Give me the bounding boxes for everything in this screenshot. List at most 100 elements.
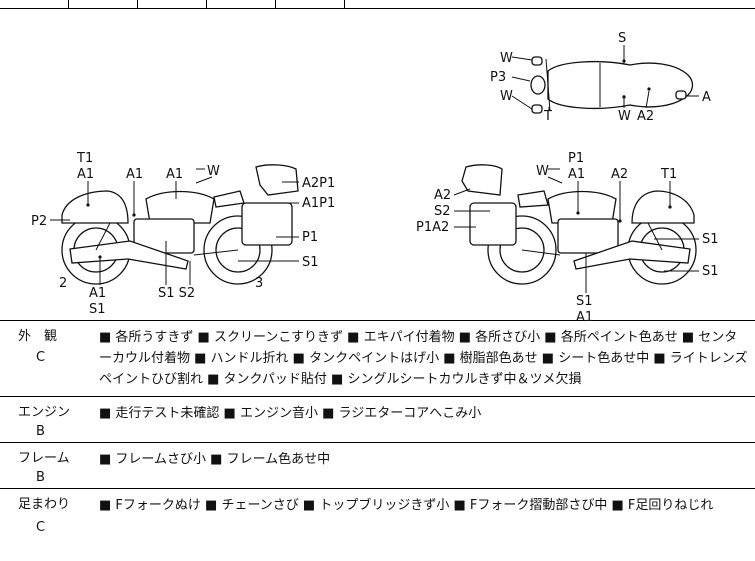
label-left-a1: A1: [77, 167, 94, 182]
header-cell: [276, 0, 345, 9]
label-right-a1: A1: [576, 310, 593, 321]
label-left-w: W: [207, 164, 220, 179]
label-right-t1: T1: [660, 167, 677, 182]
label-top-w: W: [500, 51, 513, 66]
label-left-a1p1: A1P1: [302, 196, 335, 211]
condition-notes: ■ フレームさび小 ■ フレーム色あせ中: [99, 452, 331, 467]
condition-notes: ■ Fフォークぬけ ■ チェーンさび ■ トップブリッジきず小 ■ Fフォーク摺…: [99, 498, 714, 513]
marker-dot: [576, 211, 580, 215]
left-bike-handlebar: [195, 176, 213, 184]
leader-line: [645, 90, 650, 109]
top-view-mirror-right: [531, 104, 543, 114]
condition-row-exterior: 外 観 C ■ 各所うすきず ■ スクリーンこすりきず ■ エキパイ付着物 ■ …: [0, 321, 755, 397]
category-label: 外 観: [18, 329, 58, 344]
label-right-w: W: [536, 164, 549, 179]
label-left-s1: S1: [302, 255, 319, 270]
damage-diagram-svg: S W P3 W T W A2 A: [31, 31, 719, 321]
marker-dot: [618, 219, 622, 223]
marker-dot: [622, 95, 626, 99]
right-bike-fork: [647, 222, 663, 251]
label-right-a2: A2: [611, 167, 628, 182]
marker-dot: [622, 59, 626, 63]
label-top-w: W: [618, 109, 631, 124]
label-left-t1: T1: [76, 151, 93, 166]
left-side-bike: [61, 164, 299, 285]
grade-label: B: [36, 424, 45, 439]
category-label: フレーム: [18, 451, 70, 466]
right-bike-side-case: [469, 202, 517, 246]
right-bike-engine: [557, 218, 619, 254]
right-bike-front-cowl: [631, 190, 695, 224]
right-bike-single-seat-cowl: [461, 164, 503, 196]
label-left-s1: S1: [89, 302, 106, 317]
header-cell: [207, 0, 276, 9]
marker-dot: [86, 203, 90, 207]
top-view-mirror-left: [531, 56, 543, 66]
label-top-t: T: [543, 109, 552, 124]
grade-label: C: [36, 350, 46, 365]
grade-label: C: [36, 520, 46, 535]
label-left-p1: P1: [302, 230, 318, 245]
condition-row-frame: フレーム B ■ フレームさび小 ■ フレーム色あせ中: [0, 443, 755, 489]
label-right-a2: A2: [434, 188, 451, 203]
label-right-p1: P1: [568, 151, 584, 166]
left-bike-single-seat-cowl: [255, 164, 299, 196]
damage-diagram: S W P3 W T W A2 A: [0, 9, 755, 321]
leader-line: [453, 188, 471, 196]
label-top-w: W: [500, 89, 513, 104]
label-right-s1: S1: [702, 264, 719, 279]
left-bike-tank: [145, 190, 215, 224]
label-right-s2: S2: [434, 204, 451, 219]
label-left-s1-s2: S1 S2: [158, 286, 195, 301]
right-bike-seat: [517, 190, 549, 208]
label-top-a: A: [702, 90, 711, 105]
label-left-a2p1: A2P1: [302, 176, 335, 191]
label-left-a1: A1: [126, 167, 143, 182]
label-right-a1: A1: [568, 167, 585, 182]
label-left-3: 3: [255, 276, 263, 291]
left-bike-seat: [213, 190, 245, 208]
header-cell: [138, 0, 207, 9]
label-top-s: S: [618, 31, 626, 46]
top-view-handlebar: [545, 58, 551, 112]
category-label: エンジン: [18, 405, 71, 420]
header-table-edge: [0, 0, 755, 9]
label-left-p2: P2: [31, 214, 47, 229]
top-view-tail-lamp: [675, 90, 687, 100]
category-label: 足まわり: [18, 497, 71, 512]
label-top-p3: P3: [490, 70, 506, 85]
right-side-bike: [461, 164, 697, 285]
top-view-headlight: [530, 75, 546, 95]
top-view-bike: [530, 56, 694, 114]
leader-line: [511, 95, 533, 110]
label-right-s1: S1: [576, 294, 593, 309]
left-bike-swingarm: [193, 249, 239, 256]
condition-row-engine: エンジン B ■ 走行テスト未確認 ■ エンジン音小 ■ ラジエターコアへこみ小: [0, 397, 755, 443]
marker-dot: [98, 255, 102, 259]
top-view-body: [547, 60, 694, 110]
left-bike-fork: [95, 222, 111, 251]
condition-notes: ■ 走行テスト未確認 ■ エンジン音小 ■ ラジエターコアへこみ小: [99, 406, 482, 421]
header-cell: [0, 0, 69, 9]
left-bike-front-cowl: [61, 190, 129, 224]
leader-line: [511, 76, 531, 82]
label-top-a2: A2: [637, 109, 654, 124]
label-left-a1: A1: [166, 167, 183, 182]
label-left-2: 2: [59, 276, 67, 291]
grade-label: B: [36, 470, 45, 485]
right-bike-swingarm: [521, 249, 561, 256]
left-bike-side-case: [241, 202, 293, 246]
marker-dot: [132, 213, 136, 217]
right-bike-handlebar: [547, 176, 563, 184]
leader-line: [511, 56, 533, 61]
header-cell: [69, 0, 138, 9]
left-bike-exhaust: [69, 240, 189, 270]
label-right-p1a2: P1A2: [416, 220, 449, 235]
label-left-a1: A1: [89, 286, 106, 301]
right-bike-tank: [547, 190, 617, 224]
condition-row-suspension: 足まわり C ■ Fフォークぬけ ■ チェーンさび ■ トップブリッジきず小 ■…: [0, 489, 755, 561]
label-right-s1: S1: [702, 232, 719, 247]
marker-dot: [668, 205, 672, 209]
condition-notes: ■ 各所うすきず ■ スクリーンこすりきず ■ エキパイ付着物 ■ 各所さび小 …: [99, 330, 748, 387]
